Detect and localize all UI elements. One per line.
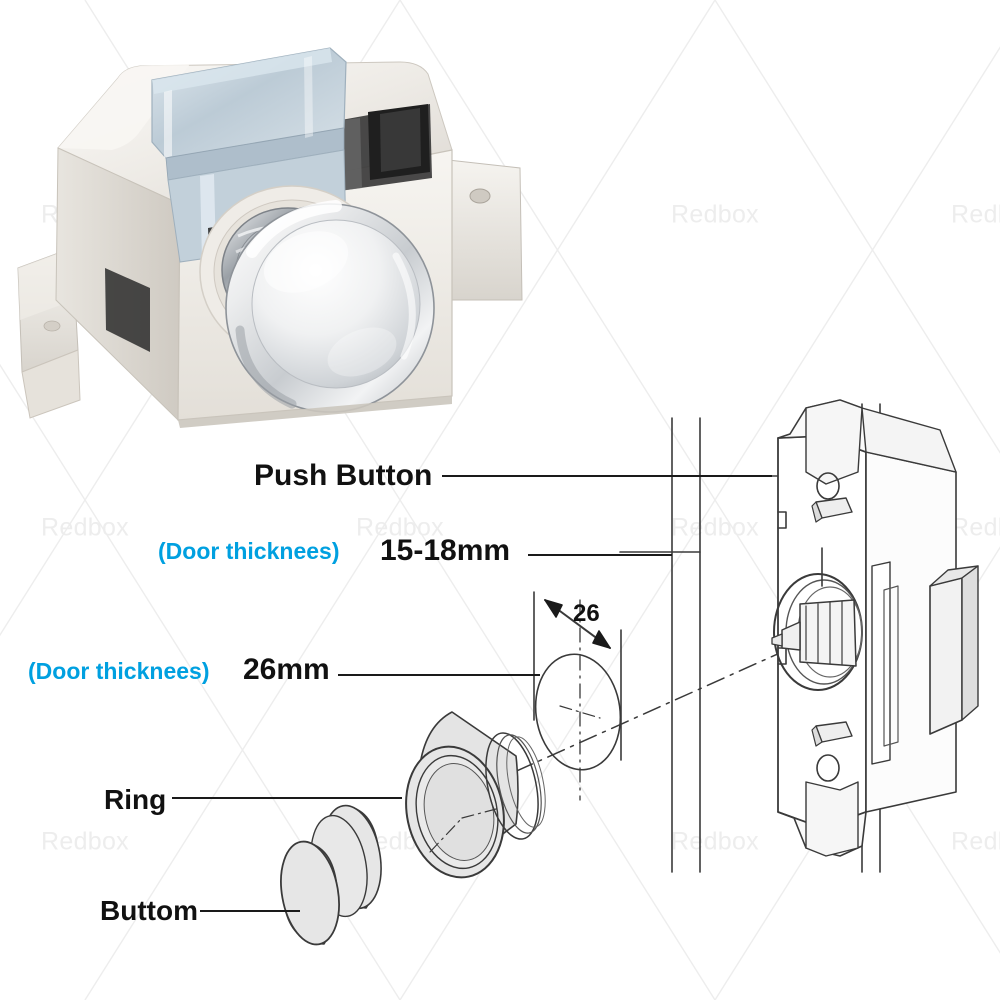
- label-door-thickness-value-1: 15-18mm: [380, 534, 511, 567]
- leader-ring: [172, 797, 402, 799]
- leader-buttom: [200, 910, 300, 912]
- leader-door-thickness-2: [338, 674, 540, 676]
- leader-door-thickness-1: [528, 554, 672, 556]
- label-door-thickness-note-2: (Door thicknees): [28, 658, 210, 684]
- leader-push-button: [442, 475, 772, 477]
- label-push-button: Push Button: [254, 459, 433, 492]
- label-door-thickness-note-1: (Door thicknees): [158, 538, 340, 564]
- label-buttom: Buttom: [100, 895, 198, 926]
- label-door-thickness-value-2: 26mm: [243, 653, 330, 686]
- label-dimension-26: 26: [573, 600, 600, 627]
- label-ring: Ring: [104, 784, 167, 815]
